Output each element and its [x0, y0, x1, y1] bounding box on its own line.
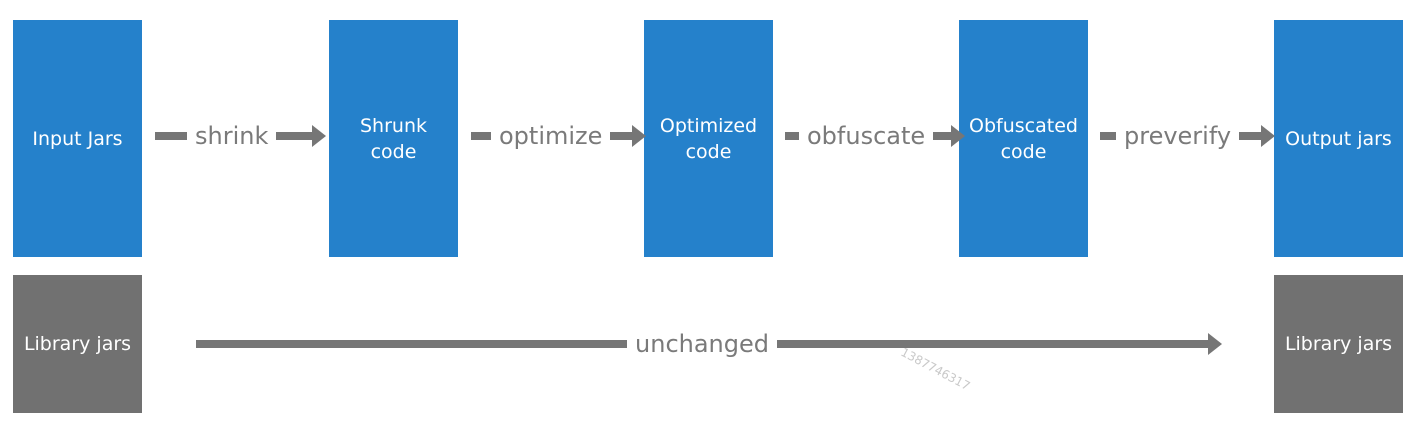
optimized-code-label: Optimized code: [659, 114, 758, 163]
arrow-tail: [155, 132, 187, 140]
arrow-shaft: [1239, 132, 1262, 140]
library-jars-input-label: Library jars: [23, 333, 132, 355]
obfuscate-arrow: obfuscate: [785, 116, 966, 156]
obfuscated-code-box: Obfuscated code: [959, 20, 1088, 257]
unchanged-arrow: unchanged: [196, 322, 1223, 366]
arrowhead-icon: [312, 125, 327, 147]
arrow-tail: [1100, 132, 1116, 140]
library-jars-input-box: Library jars: [13, 275, 142, 413]
arrow-shaft: [933, 132, 952, 140]
output-jars-box: Output jars: [1274, 20, 1403, 257]
preverify-arrow: preverify: [1100, 116, 1276, 156]
arrowhead-icon: [951, 125, 966, 147]
obfuscated-code-label: Obfuscated code: [969, 114, 1078, 163]
arrowhead-icon: [1208, 333, 1223, 355]
arrow-shaft: [276, 132, 313, 140]
arrow-shaft: [610, 132, 633, 140]
input-jars-box: Input Jars: [13, 20, 142, 257]
optimize-label: optimize: [499, 122, 603, 150]
preverify-label: preverify: [1124, 122, 1232, 150]
library-jars-output-box: Library jars: [1274, 275, 1403, 413]
arrow-tail: [785, 132, 799, 140]
arrow-tail: [471, 132, 491, 140]
shrunk-code-box: Shrunk code: [329, 20, 458, 257]
input-jars-label: Input Jars: [32, 127, 123, 150]
arrow-shaft: [777, 340, 1209, 348]
library-jars-output-label: Library jars: [1284, 333, 1393, 355]
shrink-label: shrink: [195, 122, 269, 150]
shrink-arrow: shrink: [155, 116, 327, 156]
optimize-arrow: optimize: [471, 116, 647, 156]
obfuscate-label: obfuscate: [807, 122, 926, 150]
arrowhead-icon: [632, 125, 647, 147]
arrow-tail: [196, 340, 628, 348]
unchanged-label: unchanged: [635, 330, 769, 358]
shrunk-code-label: Shrunk code: [359, 114, 427, 163]
optimized-code-box: Optimized code: [644, 20, 773, 257]
output-jars-label: Output jars: [1285, 127, 1392, 150]
arrowhead-icon: [1261, 125, 1276, 147]
